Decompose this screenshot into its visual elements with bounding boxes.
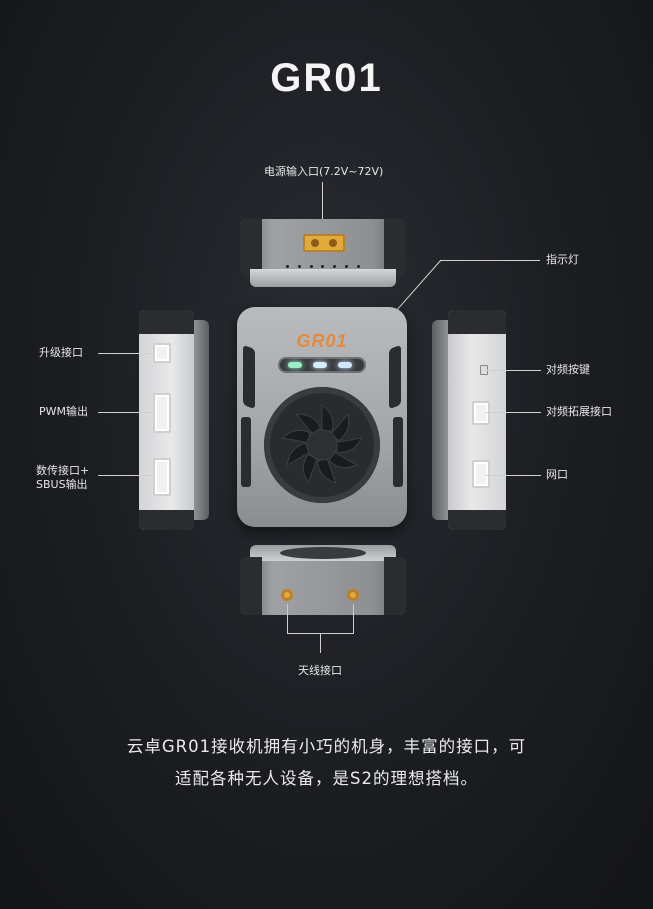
antenna-leader-left bbox=[287, 604, 288, 634]
data-port-label-2: SBUS输出 bbox=[36, 478, 88, 491]
antenna-port-label: 天线接口 bbox=[298, 664, 342, 677]
description-line-1: 云卓GR01接收机拥有小巧的机身，丰富的接口，可 bbox=[126, 737, 527, 756]
indicator-label: 指示灯 bbox=[546, 253, 579, 266]
upgrade-port bbox=[153, 343, 171, 363]
indicator-led-bar bbox=[280, 359, 364, 371]
cooling-fan bbox=[264, 387, 380, 503]
network-port bbox=[472, 460, 490, 488]
pair-ext-port-label: 对频拓展接口 bbox=[546, 405, 612, 418]
antenna-leader-center bbox=[320, 633, 321, 653]
power-input-leader bbox=[322, 182, 323, 237]
pair-ext-port-leader bbox=[486, 412, 541, 413]
description-line-2: 适配各种无人设备，是S2的理想搭档。 bbox=[175, 769, 478, 788]
data-port-label-1: 数传接口+ bbox=[36, 464, 90, 477]
pwm-output-label: PWM输出 bbox=[39, 405, 89, 418]
page-title: GR01 bbox=[270, 56, 383, 100]
xt-power-connector bbox=[303, 234, 345, 252]
pair-button-leader bbox=[486, 370, 541, 371]
pair-button-label: 对频按键 bbox=[546, 363, 590, 376]
upgrade-port-label: 升级接口 bbox=[39, 346, 83, 359]
indicator-leader-h bbox=[440, 260, 540, 261]
network-port-leader bbox=[486, 475, 541, 476]
left-module bbox=[139, 310, 209, 530]
network-port-label: 网口 bbox=[546, 468, 568, 481]
bottom-module bbox=[240, 545, 406, 615]
main-module: GR01 bbox=[237, 307, 407, 527]
data-port-leader bbox=[98, 475, 152, 476]
antenna-leader-right bbox=[353, 604, 354, 634]
device-logo: GR01 bbox=[296, 331, 348, 351]
antenna-connector-left bbox=[281, 589, 293, 601]
pwm-output-port bbox=[153, 393, 171, 433]
power-input-label: 电源输入口(7.2V~72V) bbox=[264, 165, 384, 178]
data-sbus-port bbox=[153, 458, 171, 496]
upgrade-port-leader bbox=[98, 353, 152, 354]
antenna-connector-right bbox=[347, 589, 359, 601]
right-module bbox=[432, 310, 506, 530]
pwm-output-leader bbox=[98, 412, 152, 413]
pair-ext-port bbox=[472, 401, 490, 425]
top-module bbox=[240, 219, 406, 287]
